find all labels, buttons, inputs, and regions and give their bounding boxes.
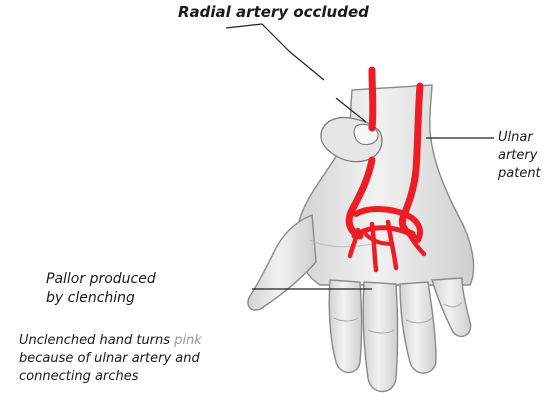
unclench-line-1-text: Unclenched hand turns [19,333,174,348]
radial-leader [226,24,324,80]
unclench-line-1: Unclenched hand turns pink [19,332,202,350]
label-unclenched-hand: Unclenched hand turns pink because of ul… [19,332,202,386]
label-radial-artery-occluded: Radial artery occluded [178,4,369,21]
unclench-line-2: because of ulnar artery and [19,350,202,368]
index-finger [329,280,361,373]
label-ulnar-artery-patent: Ulnar artery patent [498,129,541,183]
ring-finger [400,282,436,373]
label-pallor-by-clenching: Pallor produced by clenching [46,270,156,308]
pink-word: pink [174,333,202,348]
middle-finger [363,282,397,392]
ulnar-line-3: patent [498,165,541,183]
palm [297,85,474,285]
pallor-line-1: Pallor produced [46,270,156,289]
pallor-line-2: by clenching [46,289,156,308]
ulnar-line-2: artery [498,147,541,165]
unclench-line-3: connecting arches [19,368,202,386]
ulnar-line-1: Ulnar [498,129,541,147]
thumb [248,215,316,310]
